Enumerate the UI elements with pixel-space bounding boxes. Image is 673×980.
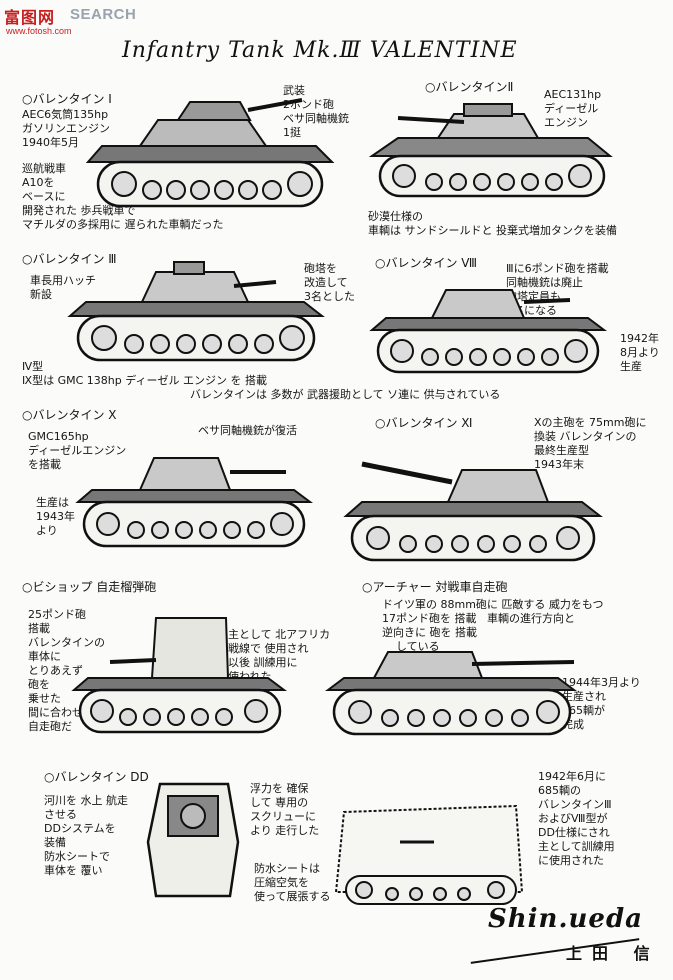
dd-interior-drawing	[146, 782, 240, 898]
v3-spec: 車長用ハッチ 新設	[30, 274, 96, 301]
archer-desc: ドイツ軍の 88mm砲に 匹敵する 威力をもつ 17ポンド砲を 搭載 車輌の進行…	[382, 598, 604, 653]
dd-screen-note: 防水シートは 圧縮空気を 使って展張する	[254, 862, 331, 903]
soviet-support-note: バレンタインは 多数が 武器援助として ソ連に 供与されている	[190, 388, 501, 401]
v3-turret-note: 砲塔を 改造して 3名とした	[304, 262, 355, 303]
v2-title: ○バレンタインⅡ	[425, 80, 514, 94]
valentine-3-drawing	[67, 261, 325, 362]
v4-v9-note: Ⅳ型 Ⅸ型は GMC 138hp ディーゼル エンジン を 搭載	[22, 360, 267, 387]
v10-spec: GMC165hp ディーゼルエンジン を搭載	[28, 430, 127, 471]
dd-screen-drawing	[334, 804, 524, 905]
bishop-title: ○ビショップ 自走榴弾砲	[22, 580, 157, 594]
valentine-10-drawing	[75, 457, 313, 548]
dd-float-note: 浮力を 確保 して 専用の スクリューに より 走行した	[250, 782, 320, 837]
watermark-url: www.fotosh.com	[6, 26, 72, 36]
v11-title: ○バレンタイン Ⅺ	[375, 416, 473, 430]
v10-title: ○バレンタイン Ⅹ	[22, 408, 117, 422]
page-title: Infantry Tank Mk.Ⅲ VALENTINE	[122, 38, 518, 63]
v11-desc: Ⅹの主砲を 75mm砲に 換装 バレンタインの 最終生産型 1943年末	[534, 416, 647, 471]
watermark: 富图网 SEARCH www.fotosh.com	[4, 4, 174, 40]
archer-drawing	[325, 651, 577, 736]
archer-title: ○アーチャー 対戦車自走砲	[362, 580, 508, 594]
v1-spec: AEC6気筒135hp ガソリンエンジン 1940年5月	[22, 108, 110, 149]
valentine-11-drawing	[343, 461, 603, 562]
valentine-1-drawing	[85, 98, 335, 208]
watermark-search-text: SEARCH	[70, 6, 137, 23]
v3-title: ○バレンタイン Ⅲ	[22, 252, 117, 266]
valentine-8-drawing	[369, 289, 607, 374]
dd-date: 1942年6月に 685輌の バレンタインⅢ およびⅧ型が DD仕様にされ 主と…	[538, 770, 615, 867]
artist-signature: Shin.ueda	[488, 904, 643, 934]
v2-desc: 砂漠仕様の 車輌は サンドシールドと 投棄式増加タンクを装備	[368, 210, 617, 237]
v8-date: 1942年 8月より 生産	[620, 332, 660, 373]
valentine-2-drawing	[368, 103, 613, 198]
dd-desc: 河川を 水上 航走 させる DDシステムを 装備 防水シートで 車体を 覆い	[44, 794, 128, 877]
bishop-drawing	[71, 617, 287, 734]
v1-armament: 武装 2ポンド砲 ベサ同軸機銃 1挺	[283, 84, 349, 139]
artist-name-kanji: 上田 信	[566, 944, 660, 963]
dd-title: ○バレンタイン DD	[44, 770, 149, 784]
watermark-logo: 富图网	[4, 8, 56, 27]
v1-desc: 巡航戦車 A10を ベースに 開発された 歩兵戦車で マチルダの多採用に 遅られ…	[22, 162, 224, 231]
v8-title: ○バレンタイン Ⅷ	[375, 256, 478, 270]
v2-spec: AEC131hp ディーゼル エンジン	[544, 88, 602, 129]
v1-title: ○バレンタイン Ⅰ	[22, 92, 112, 106]
v10-coax-note: ベサ同軸機銃が復活	[198, 424, 297, 437]
archer-date: 1944年3月より 生産され 665輌が 完成	[562, 676, 641, 731]
bishop-desc: 25ポンド砲 搭載 バレンタインの 車体に とりあえず 砲を 乗せた 間に合わせ…	[28, 608, 105, 733]
v10-date: 生産は 1943年 より	[36, 496, 75, 537]
